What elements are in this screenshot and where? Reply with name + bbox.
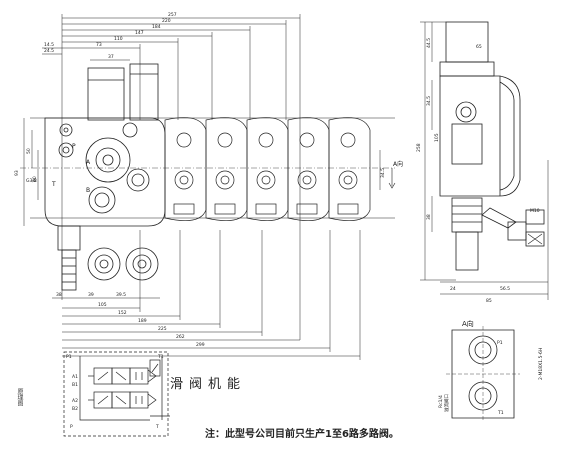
spool-section-1 — [164, 117, 207, 221]
dim-60: 60 — [32, 176, 38, 182]
dim-262: 262 — [176, 334, 185, 340]
dim-39: 39 — [88, 292, 94, 298]
a-view-port-p1 — [468, 335, 498, 365]
sch-label-b1: B1 — [72, 382, 78, 388]
hydraulic-schematic: P1 T1 P T A1 B1 A2 B2 — [63, 351, 170, 437]
a-view-relief-port: 溢流阀口 — [443, 394, 450, 412]
side-dim-65: 65 — [476, 44, 482, 50]
side-dim-34-5: 34.5 — [426, 96, 432, 106]
schematic-pressure-line — [79, 356, 150, 421]
dim-38: 38 — [56, 292, 62, 298]
side-relief-cap — [445, 21, 489, 63]
schematic-side-label: 原理图 — [16, 388, 23, 406]
port-label-b: B — [86, 187, 90, 194]
schematic-spool-1 — [88, 367, 157, 385]
schematic-relief-valve — [149, 359, 170, 417]
side-spool-housing — [451, 197, 483, 233]
a-view-thread: 2-M18X1.5-6H — [538, 348, 544, 380]
lever-handle — [61, 249, 77, 291]
direction-label: A向 — [393, 160, 403, 168]
inlet-section-body — [44, 117, 166, 227]
sch-label-t1: T1 — [157, 354, 164, 360]
spool-sections — [164, 117, 371, 221]
side-body — [439, 75, 521, 197]
lever-housing — [57, 225, 81, 251]
side-dim-m10: M10 — [530, 208, 540, 214]
thread-note: G3/8 — [26, 178, 37, 184]
dim-110: 110 — [114, 36, 123, 42]
schematic-spool-2 — [88, 391, 157, 409]
dim-24-5: 24.5 — [44, 48, 54, 54]
a-view-port-t1 — [468, 381, 498, 411]
side-dim-38: 38 — [426, 214, 432, 220]
mounting-hole-right — [122, 122, 138, 138]
dim-105: 105 — [98, 302, 107, 308]
a-view-outline — [451, 329, 515, 419]
dim-299: 299 — [196, 342, 205, 348]
side-relief-body — [439, 61, 495, 77]
outlet-port-right — [125, 247, 159, 281]
dim-189: 189 — [138, 318, 147, 324]
a-view-label-p1: P1 — [497, 340, 503, 346]
dim-37: 37 — [108, 54, 114, 60]
side-lever — [481, 207, 517, 229]
relief-valve-body — [87, 67, 125, 121]
bottom-dimension-lines — [52, 230, 361, 360]
front-view: 257 220 184 147 110 73 37 14.5 24.5 P A … — [14, 12, 403, 360]
production-note: 注：此型号公司目前只生产1至6路多路阀。 — [205, 429, 399, 440]
port-label-t: T — [51, 181, 56, 188]
dim-50: 50 — [26, 148, 32, 154]
dim-152: 152 — [118, 310, 127, 316]
spool-section-3 — [246, 117, 289, 221]
spool-function-caption: 滑阀机能 — [170, 377, 247, 392]
dim-147: 147 — [135, 30, 144, 36]
dim-184: 184 — [152, 24, 161, 30]
dim-257: 257 — [168, 12, 177, 18]
spool-section-4 — [287, 117, 330, 221]
dim-14-5: 14.5 — [44, 42, 54, 48]
sch-label-p: P — [70, 424, 73, 430]
relief-valve-cap — [129, 63, 159, 121]
side-port-circle — [455, 101, 477, 123]
port-label-p: P — [72, 143, 76, 150]
sch-label-t: T — [155, 424, 159, 430]
sch-label-b2: B2 — [72, 406, 78, 412]
port-p-circle — [58, 142, 74, 158]
schematic-frame — [63, 351, 169, 437]
dim-39-5: 39.5 — [116, 292, 126, 298]
a-view-label-t1: T1 — [497, 410, 504, 416]
sch-label-a1: A1 — [72, 374, 78, 380]
dim-93: 93 — [14, 170, 20, 176]
spool-section-2 — [205, 117, 248, 221]
dim-73: 73 — [96, 42, 102, 48]
dim-225: 225 — [158, 326, 167, 332]
dim-34-5-front: 34.5 — [380, 168, 386, 178]
sch-label-p1: P1 — [66, 354, 72, 360]
side-dim-258: 258 — [416, 143, 422, 152]
port-t-circle — [88, 186, 116, 214]
port-label-a: A — [86, 159, 91, 166]
spool-section-5 — [328, 117, 371, 221]
port-a-circle — [85, 137, 131, 183]
port-b-circle — [126, 168, 150, 192]
dim-220: 220 — [162, 18, 171, 24]
side-dim-85: 85 — [486, 298, 492, 304]
a-view-rc: Rc1/4 — [438, 395, 444, 408]
side-dim-56-5: 56.5 — [500, 286, 510, 292]
side-dim-24: 24 — [450, 286, 456, 292]
outlet-port-left — [87, 247, 121, 281]
top-dimension-lines — [42, 14, 301, 340]
side-dim-44-5: 44.5 — [426, 38, 432, 48]
side-view: 44.5 65 34.5 105 258 38 M10 24 56.5 85 — [416, 21, 549, 304]
side-lever-base — [455, 231, 479, 271]
mounting-hole-top — [59, 123, 73, 137]
a-view: A向 P1 T1 2-M18X1.5-6H Rc1/4 溢流阀口 — [438, 319, 544, 422]
a-view-title: A向 — [462, 319, 474, 328]
side-dim-105: 105 — [434, 133, 440, 142]
sch-label-a2: A2 — [72, 398, 78, 404]
